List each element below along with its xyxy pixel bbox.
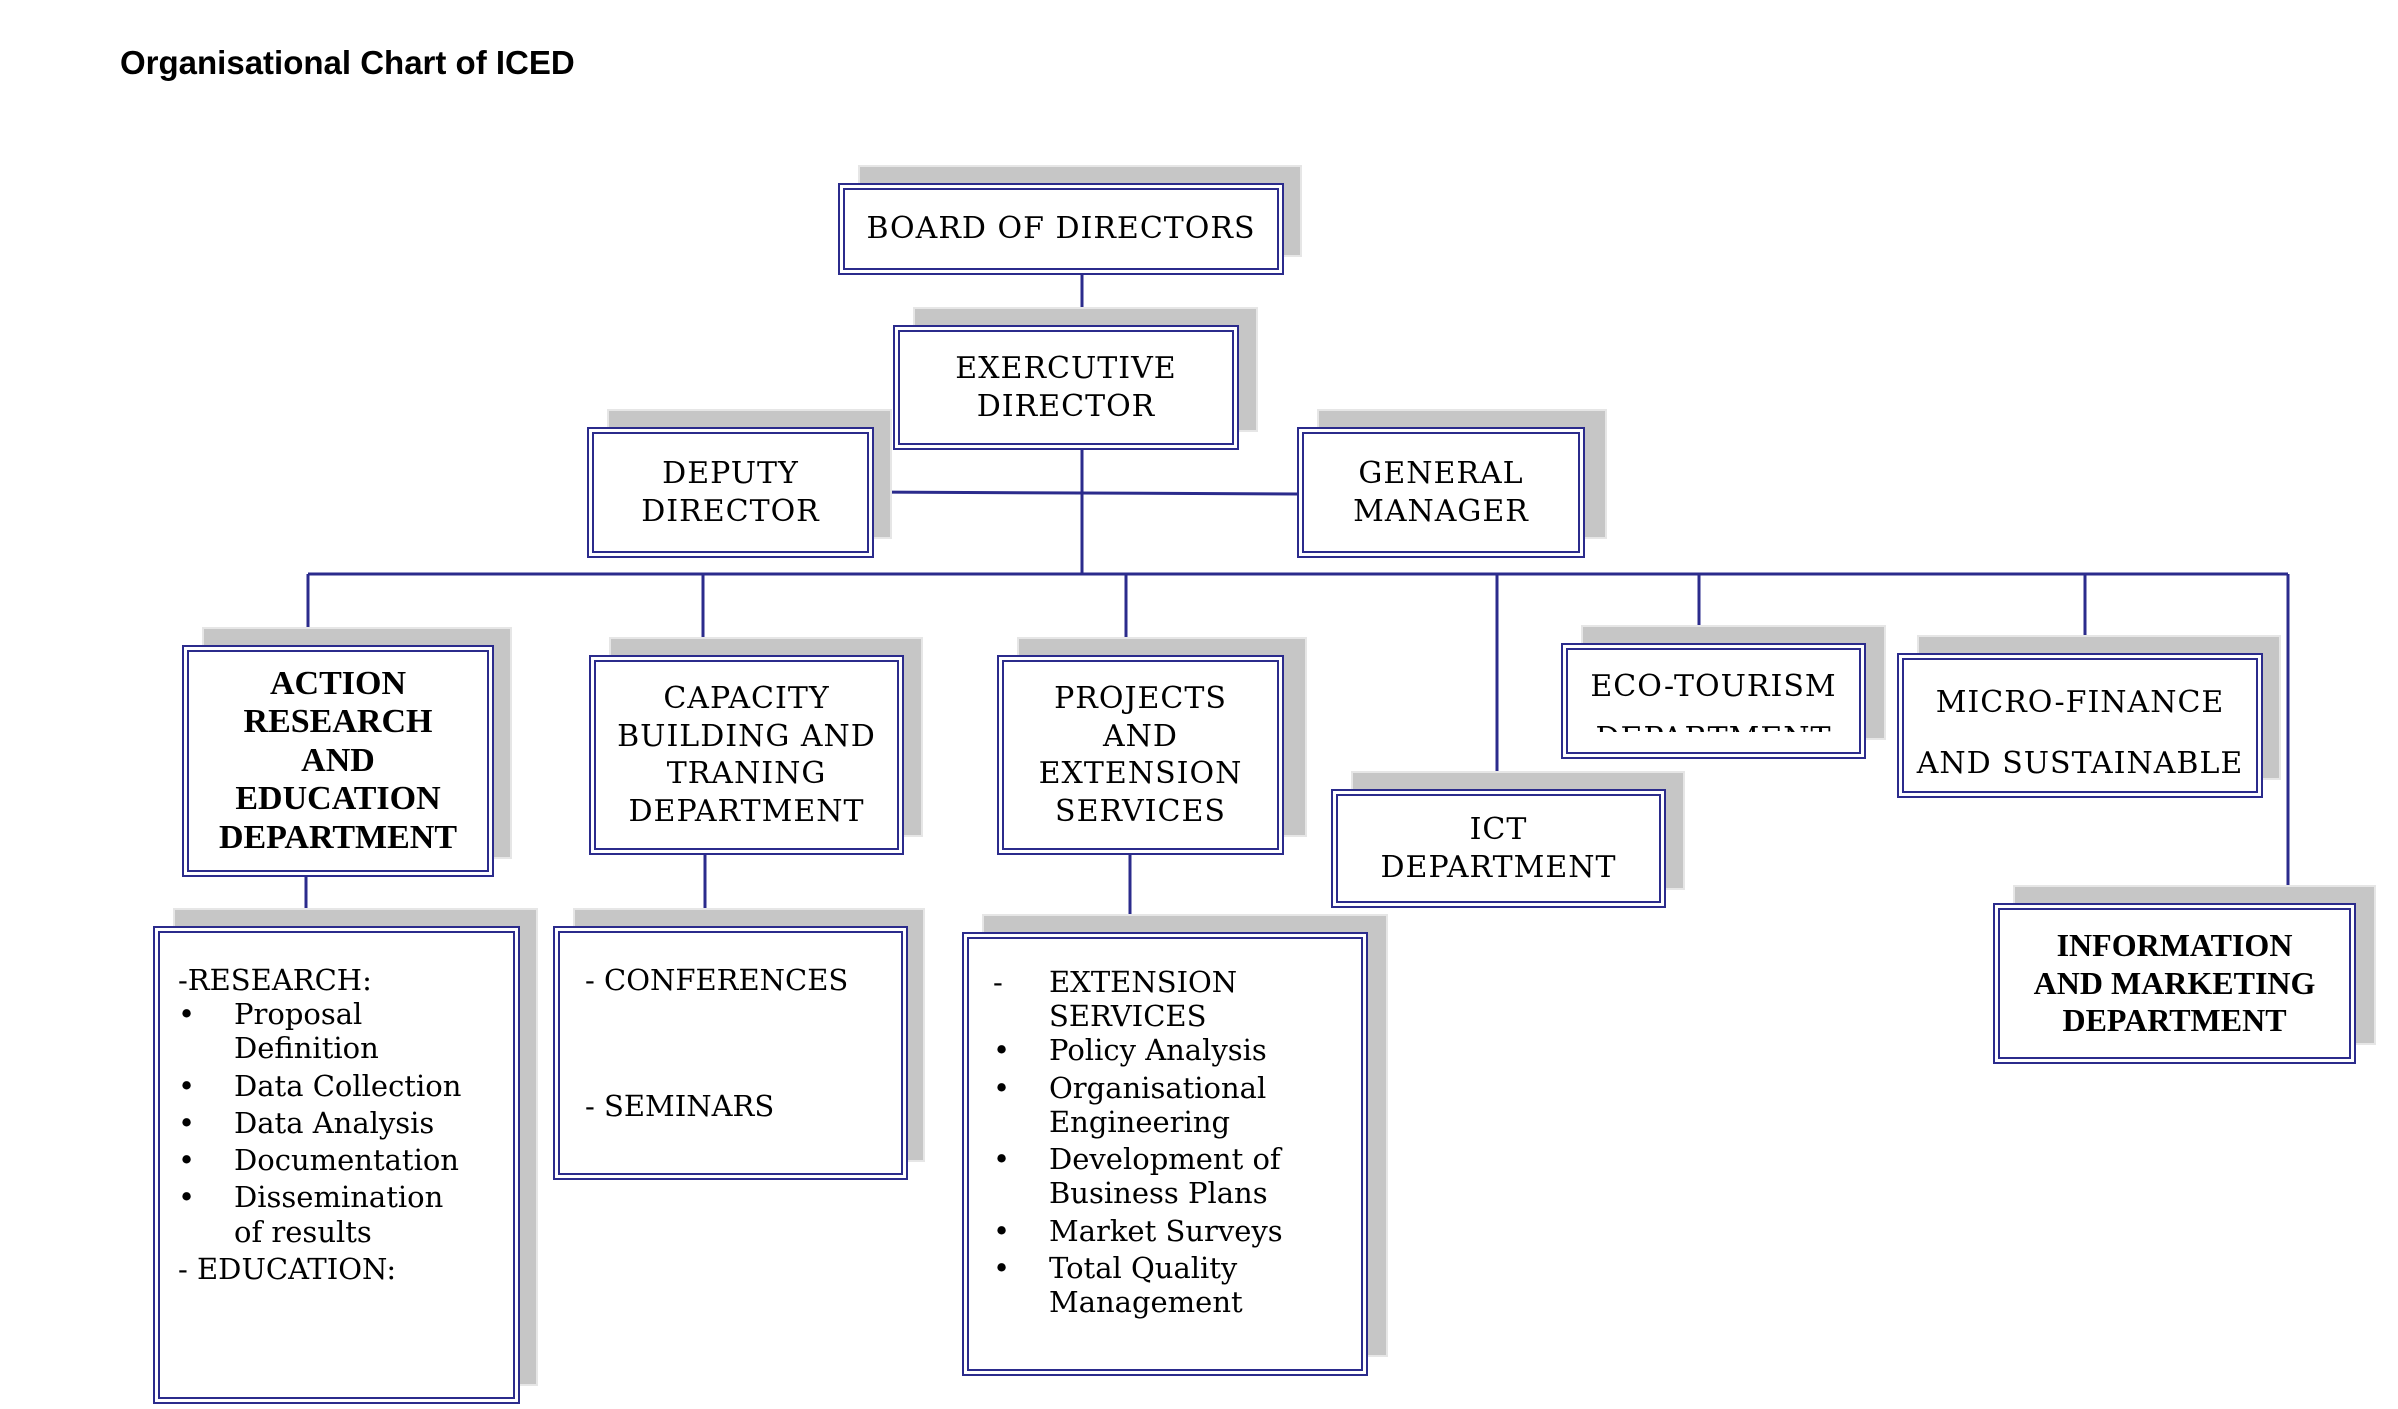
projects-label-line1: PROJECTS — [1054, 681, 1227, 716]
research-education-detail-node: -RESEARCH: Proposal Definition Data Coll… — [153, 908, 540, 1404]
eco-tourism-node: ECO-TOURISM DEPARTMENT — [1561, 625, 1886, 759]
eco-label-line2: DEPARTMENT — [1596, 721, 1832, 732]
projects-extension-node: PROJECTS AND EXTENSION SERVICES — [997, 637, 1307, 855]
research-item: Dissemination of results — [178, 1180, 454, 1248]
projects-label-line2: AND — [1103, 718, 1178, 754]
research-item: Data Analysis — [178, 1106, 503, 1140]
deputy-label-line1: DEPUTY — [662, 456, 799, 491]
eco-label-line1: ECO-TOURISM — [1590, 669, 1837, 704]
extension-services-detail-node: - EXTENSION SERVICES Policy Analysis Org… — [962, 914, 1388, 1376]
extension-item: Development of Business Plans — [993, 1142, 1289, 1210]
info-label-line3: DEPARTMENT — [2062, 1002, 2287, 1039]
information-marketing-node: INFORMATION AND MARKETING DEPARTMENT — [1993, 885, 2376, 1064]
extension-item: Policy Analysis — [993, 1033, 1351, 1067]
seminars-item: - SEMINARS — [585, 1089, 775, 1124]
extension-items-list: Policy Analysis Organisational Engineeri… — [993, 1033, 1351, 1319]
ict-department-node: ICT DEPARTMENT — [1331, 771, 1687, 908]
action-label-line4: EDUCATION — [235, 780, 441, 818]
ict-label-line1: ICT — [1469, 812, 1528, 847]
micro-finance-node: MICRO-FINANCE AND SUSTAINABLE — [1897, 635, 2283, 798]
board-of-directors-node: BOARD OF DIRECTORS — [838, 165, 1318, 275]
projects-label-line3: EXTENSION — [1038, 756, 1243, 791]
executive-label-line2: DIRECTOR — [976, 388, 1156, 424]
extension-heading-line2: SERVICES — [1049, 999, 1207, 1034]
projects-label-line4: SERVICES — [1055, 793, 1226, 829]
action-label-line2: RESEARCH — [243, 703, 433, 741]
general-manager-node: GENERAL MANAGER — [1297, 409, 1607, 558]
info-label-line2: AND MARKETING — [2033, 964, 2316, 1001]
executive-director-node: EXERCUTIVE DIRECTOR — [893, 307, 1263, 450]
executive-label-line1: EXERCUTIVE — [955, 351, 1177, 386]
research-item: Proposal Definition — [178, 997, 384, 1065]
research-items-list: Proposal Definition Data Collection Data… — [178, 997, 503, 1249]
action-research-education-node: ACTION RESEARCH AND EDUCATION DEPARTMENT — [182, 627, 514, 877]
deputy-label-line2: DIRECTOR — [641, 493, 820, 529]
capacity-building-node: CAPACITY BUILDING AND TRANING DEPARTMENT — [589, 637, 924, 855]
capacity-label-line2: BUILDING AND — [617, 718, 876, 754]
conferences-seminars-node: - CONFERENCES - SEMINARS — [553, 908, 927, 1180]
capacity-label-line3: TRANING — [666, 756, 827, 791]
general-label-line2: MANAGER — [1353, 493, 1529, 529]
extension-heading-line1: EXTENSION — [1049, 965, 1238, 999]
research-item: Documentation — [178, 1143, 503, 1177]
board-label: BOARD OF DIRECTORS — [866, 211, 1256, 247]
micro-label-line2: AND SUSTAINABLE — [1916, 746, 2244, 781]
chart-title: Organisational Chart of ICED — [120, 44, 575, 81]
action-label-line3: AND — [301, 741, 375, 779]
research-heading: -RESEARCH: — [178, 963, 372, 997]
action-label-line5: DEPARTMENT — [218, 818, 458, 856]
research-item: Data Collection — [178, 1069, 503, 1103]
education-heading: - EDUCATION: — [178, 1251, 397, 1286]
extension-item: Organisational Engineering — [993, 1071, 1266, 1139]
extension-item: Market Surveys — [993, 1214, 1351, 1248]
extension-heading-dash: - — [993, 965, 1003, 999]
micro-label-line1: MICRO-FINANCE — [1935, 685, 2225, 720]
action-label-line1: ACTION — [269, 664, 407, 702]
ict-label-line2: DEPARTMENT — [1380, 849, 1617, 885]
deputy-director-node: DEPUTY DIRECTOR — [587, 409, 894, 558]
line-deputy-general — [861, 490, 1299, 496]
general-label-line1: GENERAL — [1358, 456, 1524, 491]
capacity-label-line4: DEPARTMENT — [628, 793, 865, 829]
capacity-label-line1: CAPACITY — [663, 681, 830, 716]
info-label-line1: INFORMATION — [2056, 927, 2293, 964]
extension-item: Total Quality Management — [993, 1251, 1249, 1319]
conferences-item: - CONFERENCES — [585, 963, 849, 997]
